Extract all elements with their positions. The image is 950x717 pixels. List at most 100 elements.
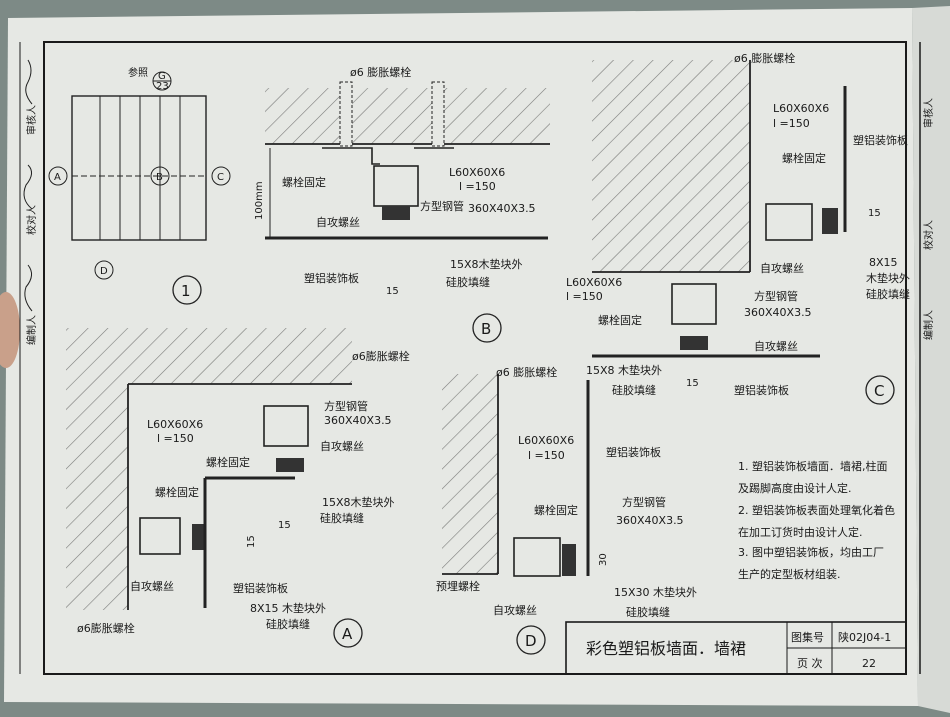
a-bolt-bottom: ø6膨胀螺栓 [77, 621, 135, 635]
c-angle1-len: l =150 [773, 117, 810, 130]
b-height: 100mm [254, 181, 265, 220]
a-dim: 15 [278, 520, 291, 531]
right-approver: 审核人 [922, 98, 935, 128]
c-sealant: 硅胶填缝 [866, 287, 910, 301]
a-fixing1: 螺栓固定 [206, 455, 250, 469]
d-pad: 15X30 木垫块外 [614, 585, 697, 599]
c-fixing2: 螺栓固定 [598, 313, 642, 327]
signature-checker [23, 164, 33, 210]
marker-b: B [156, 172, 163, 183]
note-line-5: 3. 图中塑铝装饰板，均由工厂 [738, 545, 884, 559]
right-checker: 校对人 [922, 220, 935, 250]
c-tube: 方型钢管 [754, 289, 798, 303]
c-screw2: 自攻螺丝 [754, 339, 798, 353]
detail-1-circle: 1 [181, 282, 191, 300]
signature-designer [24, 264, 33, 312]
c-pad-size: 8X15 [869, 256, 898, 269]
d-dim: 30 [598, 553, 609, 566]
right-page-edge [912, 6, 950, 713]
a-bolt-top: ø6膨胀螺栓 [352, 349, 410, 363]
a-angle-len: l =150 [157, 432, 194, 445]
a-dim2: 15 [246, 535, 257, 548]
a-pad: 15X8木垫块外 [322, 495, 395, 509]
b-tube-size: 360X40X3.5 [468, 202, 536, 215]
c-pad: 木垫块外 [866, 271, 910, 285]
a-pad2: 8X15 木垫块外 [250, 601, 326, 615]
note-line-1: 1. 塑铝装饰板墙面．墙裙,柱面 [738, 459, 888, 473]
detail-d-circle: D [525, 632, 537, 650]
b-tube: 方型钢管 [420, 199, 464, 213]
side-strip: 审核人 校对人 编制人 [23, 59, 38, 345]
detail-c: ø6 膨胀螺栓 L60X60X6 l =150 塑铝装饰板 螺栓固定 15 8X… [566, 51, 910, 405]
d-fixing: 螺栓固定 [534, 503, 578, 517]
c-panel-bottom: 塑铝装饰板 [734, 383, 789, 397]
a-sealant: 硅胶填缝 [320, 511, 364, 525]
c-panel-top: 塑铝装饰板 [853, 133, 908, 147]
notes: 1. 塑铝装饰板墙面．墙裙,柱面 及踢脚高度由设计人定. 2. 塑铝装饰板表面处… [738, 459, 895, 581]
atlas-number: 陕02J04-1 [838, 630, 891, 644]
designer-label: 编制人 [25, 315, 38, 345]
note-line-2: 及踢脚高度由设计人定. [738, 481, 852, 495]
d-bolt: ø6 膨胀螺栓 [496, 365, 557, 379]
detail-a-circle: A [342, 625, 353, 643]
b-bolt-label: ø6 膨胀螺栓 [350, 65, 411, 79]
detail-a: ø6膨胀螺栓 方型钢管 360X40X3.5 L60X60X6 l =150 自… [66, 328, 410, 648]
note-line-4: 在加工订货时由设计人定. [738, 525, 863, 539]
c-screw1: 自攻螺丝 [760, 261, 804, 275]
c-pad2: 15X8 木垫块外 [586, 363, 662, 377]
signature-approver [25, 59, 33, 105]
a-fixing2: 螺栓固定 [155, 485, 199, 499]
d-angle-len: l =150 [528, 449, 565, 462]
ref-label: 参照 [128, 66, 148, 79]
detail-b: ø6 膨胀螺栓 100mm 螺栓固定 L60X60X6 l =150 自攻螺丝 … [254, 65, 550, 343]
page-label: 页 次 [797, 656, 823, 670]
checker-label: 校对人 [25, 205, 38, 235]
marker-a: A [54, 172, 61, 183]
d-tube-size: 360X40X3.5 [616, 514, 684, 527]
d-tube: 方型钢管 [622, 495, 666, 509]
c-bolt-label: ø6 膨胀螺栓 [734, 51, 795, 65]
note-line-6: 生产的定型板材组装. [738, 567, 841, 581]
c-dim: 15 [868, 208, 881, 219]
thumb [0, 292, 20, 368]
b-angle: L60X60X6 [449, 166, 505, 179]
c-dim2: 15 [686, 378, 699, 389]
d-screw: 自攻螺丝 [493, 603, 537, 617]
ref-bottom: 23 [156, 81, 169, 92]
c-angle1: L60X60X6 [773, 102, 829, 115]
a-screw1: 自攻螺丝 [320, 439, 364, 453]
detail-d: ø6 膨胀螺栓 L60X60X6 l =150 塑铝装饰板 螺栓固定 方型钢管 … [436, 365, 697, 655]
page-number: 22 [862, 657, 876, 670]
detail-c-circle: C [874, 382, 884, 400]
detail-b-circle: B [481, 320, 491, 338]
b-pad: 15X8木垫块外 [450, 257, 523, 271]
a-tube-size: 360X40X3.5 [324, 414, 392, 427]
atlas-label: 图集号 [791, 630, 824, 644]
b-panel: 塑铝装饰板 [304, 271, 359, 285]
approver-label: 审核人 [25, 105, 38, 135]
sheet-title: 彩色塑铝板墙面．墙裙 [586, 639, 746, 658]
d-embedded: 预埋螺栓 [436, 579, 480, 593]
marker-d: D [100, 266, 108, 277]
d-sealant: 硅胶填缝 [626, 605, 670, 619]
title-block: 彩色塑铝板墙面．墙裙 图集号 陕02J04-1 页 次 22 [565, 621, 907, 675]
a-sealant2: 硅胶填缝 [266, 617, 310, 631]
b-angle-len: l =150 [459, 180, 496, 193]
right-page-strip: 审核人 校对人 编制人 [919, 42, 935, 674]
a-screw2: 自攻螺丝 [130, 579, 174, 593]
c-sealant2: 硅胶填缝 [612, 383, 656, 397]
detail-1: 参照 G 23 A B C D 1 [48, 66, 231, 305]
c-fixing1: 螺栓固定 [782, 151, 826, 165]
right-designer: 编制人 [922, 310, 935, 340]
d-panel: 塑铝装饰板 [606, 445, 661, 459]
c-angle2-len: l =150 [566, 290, 603, 303]
b-fixing: 螺栓固定 [282, 175, 326, 189]
note-line-3: 2. 塑铝装饰板表面处理氧化着色 [738, 503, 895, 517]
b-screw: 自攻螺丝 [316, 215, 360, 229]
ref-top: G [158, 71, 166, 82]
c-tube-size: 360X40X3.5 [744, 306, 812, 319]
a-tube: 方型钢管 [324, 399, 368, 413]
a-panel: 塑铝装饰板 [233, 581, 288, 595]
